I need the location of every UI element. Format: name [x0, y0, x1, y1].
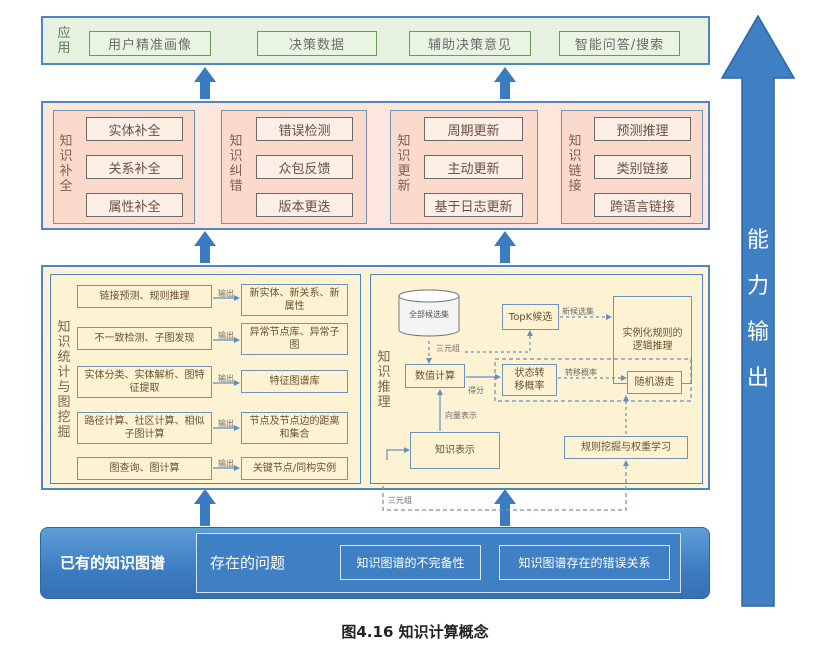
reasoning-label: 知识推理: [377, 350, 391, 410]
stat-left-1: 链接预测、规则推理: [77, 285, 212, 308]
stat-left-3: 实体分类、实体解析、图特征提取: [77, 366, 212, 398]
linking-label: 知识链接: [568, 134, 582, 194]
candidate-set-label: 全部候选集: [409, 310, 449, 319]
random-walk-box: 随机游走: [627, 371, 682, 394]
capability-char-4: 出: [746, 366, 769, 391]
output-tag-1: 输出: [218, 289, 234, 298]
topk-box: TopK候选: [502, 304, 559, 330]
stat-right-1: 新实体、新关系、新属性: [241, 284, 348, 316]
attribute-completion-box: 属性补全: [86, 193, 183, 217]
output-tag-3: 输出: [218, 374, 234, 383]
stat-left-5: 图查询、图计算: [77, 457, 212, 480]
stat-right-3: 特征图谱库: [241, 370, 348, 393]
update-label: 知识更新: [397, 134, 411, 194]
relation-completion-box: 关系补全: [86, 155, 183, 179]
app-item-qa-search: 智能问答/搜索: [559, 31, 680, 56]
error-detection-box: 错误检测: [256, 117, 353, 141]
output-tag-5: 输出: [218, 459, 234, 468]
numeric-calc-box: 数值计算: [405, 364, 465, 388]
score-label: 得分: [468, 386, 484, 395]
category-linking-box: 类别链接: [594, 155, 691, 179]
crowdsource-feedback-box: 众包反馈: [256, 155, 353, 179]
triple-label: 三元组: [436, 344, 460, 353]
state-transfer-box: 状态转移概率: [502, 364, 557, 396]
stat-right-2: 异常节点库、异常子图: [241, 323, 348, 355]
new-candidates-label: 新候选集: [562, 307, 594, 316]
capability-char-1: 能: [746, 228, 769, 253]
stat-right-5: 关键节点/同构实例: [241, 457, 348, 480]
app-item-decision-data: 决策数据: [257, 31, 377, 56]
vector-repr-label: 向量表示: [445, 411, 477, 420]
capability-char-3: 输: [746, 320, 769, 345]
output-tag-2: 输出: [218, 331, 234, 340]
rule-mining-box: 规则挖掘与权重学习: [564, 436, 688, 459]
entity-completion-box: 实体补全: [86, 117, 183, 141]
capability-char-2: 力: [746, 274, 769, 299]
version-iteration-box: 版本更迭: [256, 193, 353, 217]
app-item-decision-advice: 辅助决策意见: [409, 31, 531, 56]
capability-output-arrow: [720, 14, 796, 607]
incompleteness-box: 知识图谱的不完备性: [340, 545, 481, 580]
bottom-triple-label: 三元组: [388, 496, 412, 505]
existing-kg-label: 已有的知识图谱: [60, 554, 166, 572]
knowledge-repr-box: 知识表示: [410, 432, 500, 469]
problems-panel: [196, 533, 681, 593]
candidate-set-database-icon: [398, 289, 460, 337]
predictive-reasoning-box: 预测推理: [594, 117, 691, 141]
problems-label: 存在的问题: [210, 554, 286, 572]
instantiate-rule-box: 实例化规则的逻辑推理: [613, 296, 692, 384]
application-label: 应用: [57, 26, 71, 56]
cross-language-linking-box: 跨语言链接: [594, 193, 691, 217]
active-update-box: 主动更新: [424, 155, 523, 179]
periodic-update-box: 周期更新: [424, 117, 523, 141]
completion-label: 知识补全: [59, 134, 73, 194]
correction-label: 知识纠错: [229, 134, 243, 194]
statistics-label: 知识统计与图挖掘: [57, 320, 71, 440]
stat-left-4: 路径计算、社区计算、相似子图计算: [77, 412, 212, 444]
app-item-user-profile: 用户精准画像: [89, 31, 211, 56]
stat-right-4: 节点及节点边的距离和集合: [241, 412, 348, 444]
error-relations-box: 知识图谱存在的错误关系: [499, 545, 670, 580]
figure-caption: 图4.16 知识计算概念: [341, 623, 489, 641]
transfer-prob-label: 转移概率: [565, 368, 597, 377]
stat-left-2: 不一致检测、子图发现: [77, 327, 212, 350]
output-tag-4: 输出: [218, 419, 234, 428]
log-based-update-box: 基于日志更新: [424, 193, 523, 217]
